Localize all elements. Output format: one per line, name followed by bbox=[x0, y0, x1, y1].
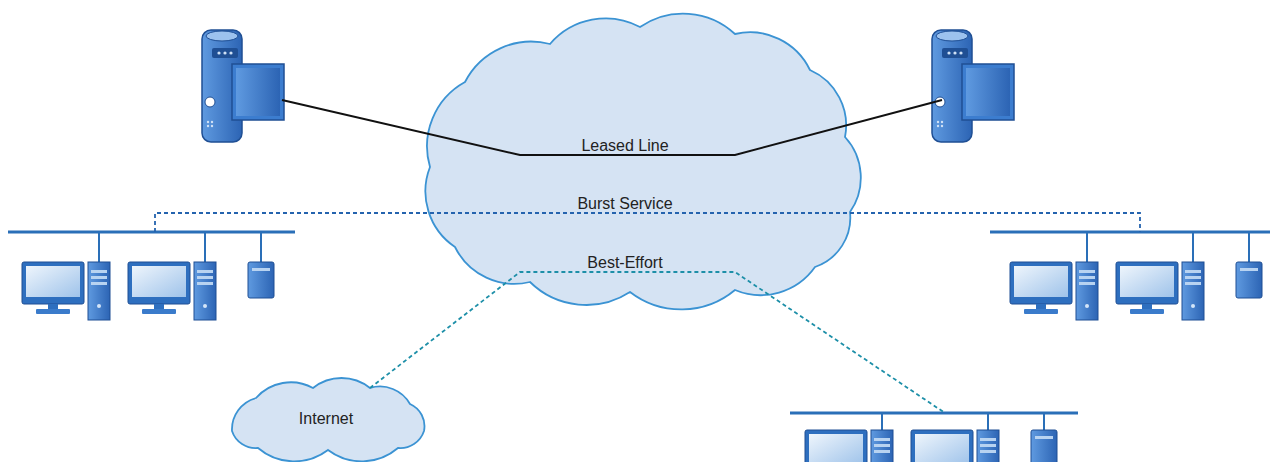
camcorder-icon bbox=[932, 30, 1014, 142]
server-box bbox=[248, 262, 274, 298]
lan-drop bbox=[98, 232, 100, 262]
lan-drop bbox=[1192, 232, 1194, 262]
desktop-computer bbox=[805, 430, 893, 462]
lan-bus bbox=[790, 412, 1078, 415]
lan-drop bbox=[1043, 413, 1045, 430]
lan-drop bbox=[204, 232, 206, 262]
desktop-computer bbox=[911, 430, 999, 462]
lan-drop bbox=[987, 413, 989, 430]
lan-bus bbox=[8, 231, 295, 234]
best-effort-line bbox=[370, 272, 945, 413]
lan-drop bbox=[1086, 232, 1088, 262]
lan-drop bbox=[881, 413, 883, 430]
desktop-computer bbox=[1010, 262, 1098, 320]
lan-drop bbox=[1248, 232, 1250, 262]
camcorder-icon bbox=[202, 30, 284, 142]
service-label: Leased Line bbox=[405, 137, 845, 155]
carrier-network-cloud: Leased LineBurst ServiceBest-Effort bbox=[405, 2, 870, 305]
desktop-computer bbox=[1116, 262, 1204, 320]
service-label: Best-Effort bbox=[405, 254, 845, 272]
lan-drop bbox=[260, 232, 262, 262]
server-box bbox=[1031, 430, 1057, 462]
internet-cloud: Internet bbox=[218, 376, 434, 462]
service-label: Burst Service bbox=[405, 195, 845, 213]
burst-line bbox=[155, 213, 1140, 232]
desktop-computer bbox=[22, 262, 110, 320]
leased-line bbox=[282, 100, 942, 155]
cloud-label: Internet bbox=[218, 410, 434, 428]
desktop-computer bbox=[128, 262, 216, 320]
server-box bbox=[1236, 262, 1262, 298]
lan-bus bbox=[990, 231, 1270, 234]
